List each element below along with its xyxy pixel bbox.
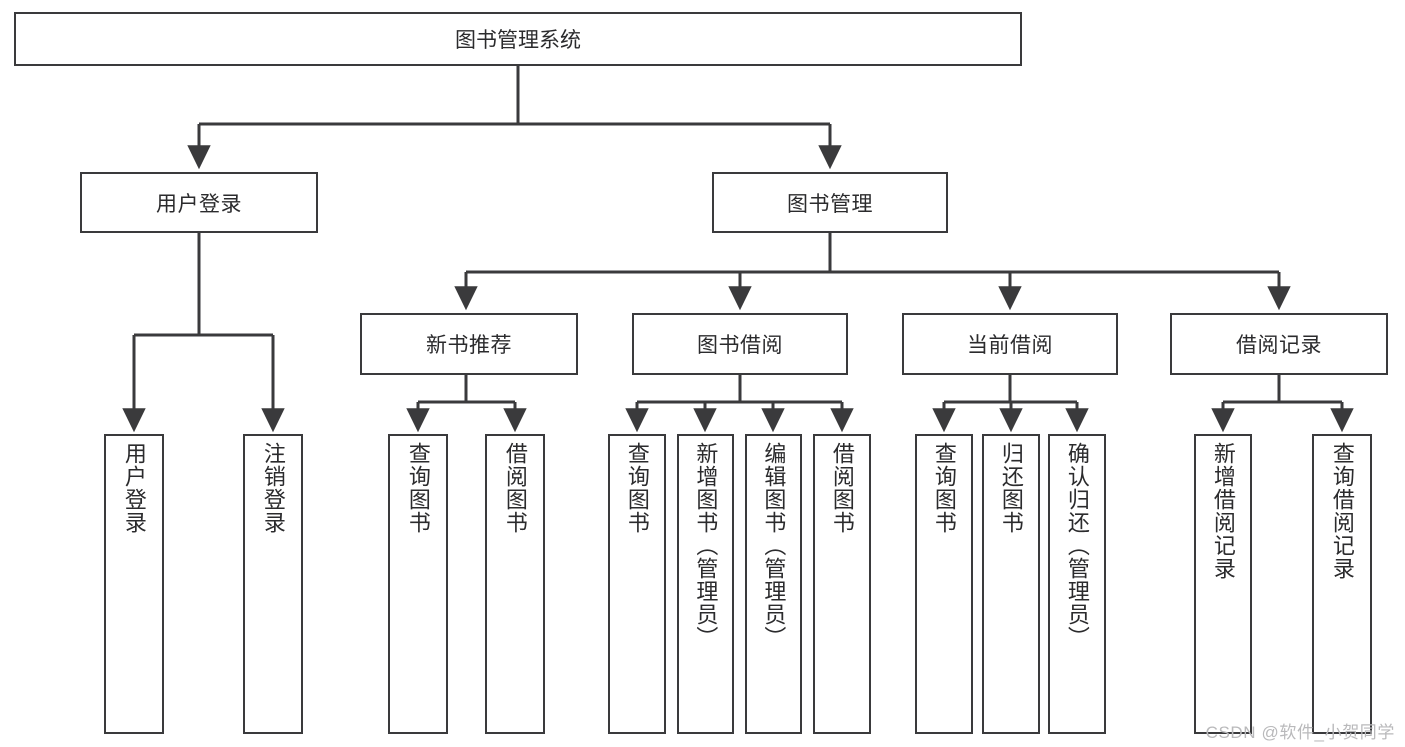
- node-leaf-return-book-label: 归还图书: [998, 442, 1024, 534]
- node-leaf-return-book[interactable]: 归还图书: [982, 434, 1040, 734]
- node-leaf-add-record-label: 新增借阅记录: [1210, 442, 1236, 580]
- node-user-login[interactable]: 用户登录: [80, 172, 318, 233]
- node-leaf-user-login-label: 用户登录: [121, 442, 147, 534]
- node-leaf-confirm-return[interactable]: 确认归还（管理员）: [1048, 434, 1106, 734]
- node-leaf-borrow-book-2-label: 借阅图书: [829, 442, 855, 534]
- node-borrow-record-label: 借阅记录: [1236, 334, 1322, 357]
- node-leaf-borrow-book-1-label: 借阅图书: [502, 442, 528, 534]
- node-book-manage-label: 图书管理: [787, 192, 873, 216]
- node-leaf-logout[interactable]: 注销登录: [243, 434, 303, 734]
- node-leaf-query-book-2[interactable]: 查询图书: [608, 434, 666, 734]
- node-current-borrow[interactable]: 当前借阅: [902, 313, 1118, 375]
- node-book-borrow[interactable]: 图书借阅: [632, 313, 848, 375]
- node-leaf-query-record-label: 查询借阅记录: [1329, 442, 1355, 580]
- csdn-watermark: CSDN @软件_小贺同学: [1205, 723, 1395, 742]
- node-leaf-query-book-3[interactable]: 查询图书: [915, 434, 973, 734]
- node-leaf-query-book-3-label: 查询图书: [931, 442, 957, 534]
- node-user-login-label: 用户登录: [156, 192, 242, 216]
- node-leaf-query-book-1[interactable]: 查询图书: [388, 434, 448, 734]
- node-leaf-confirm-return-label: 确认归还（管理员）: [1064, 442, 1090, 649]
- node-leaf-query-record[interactable]: 查询借阅记录: [1312, 434, 1372, 734]
- node-book-borrow-label: 图书借阅: [697, 334, 783, 357]
- node-leaf-query-book-2-label: 查询图书: [624, 442, 650, 534]
- node-leaf-user-login[interactable]: 用户登录: [104, 434, 164, 734]
- node-leaf-add-book[interactable]: 新增图书（管理员）: [677, 434, 734, 734]
- node-book-manage[interactable]: 图书管理: [712, 172, 948, 233]
- node-leaf-query-book-1-label: 查询图书: [405, 442, 431, 534]
- node-leaf-edit-book[interactable]: 编辑图书（管理员）: [745, 434, 802, 734]
- node-current-borrow-label: 当前借阅: [967, 334, 1053, 357]
- node-leaf-borrow-book-1[interactable]: 借阅图书: [485, 434, 545, 734]
- node-new-book-rec[interactable]: 新书推荐: [360, 313, 578, 375]
- node-new-book-rec-label: 新书推荐: [426, 334, 512, 357]
- node-root-system[interactable]: 图书管理系统: [14, 12, 1022, 66]
- node-leaf-edit-book-label: 编辑图书（管理员）: [761, 442, 787, 649]
- node-leaf-borrow-book-2[interactable]: 借阅图书: [813, 434, 871, 734]
- node-leaf-add-record[interactable]: 新增借阅记录: [1194, 434, 1252, 734]
- node-leaf-logout-label: 注销登录: [260, 442, 286, 534]
- node-root-label: 图书管理系统: [455, 29, 581, 52]
- node-leaf-add-book-label: 新增图书（管理员）: [693, 442, 719, 649]
- node-borrow-record[interactable]: 借阅记录: [1170, 313, 1388, 375]
